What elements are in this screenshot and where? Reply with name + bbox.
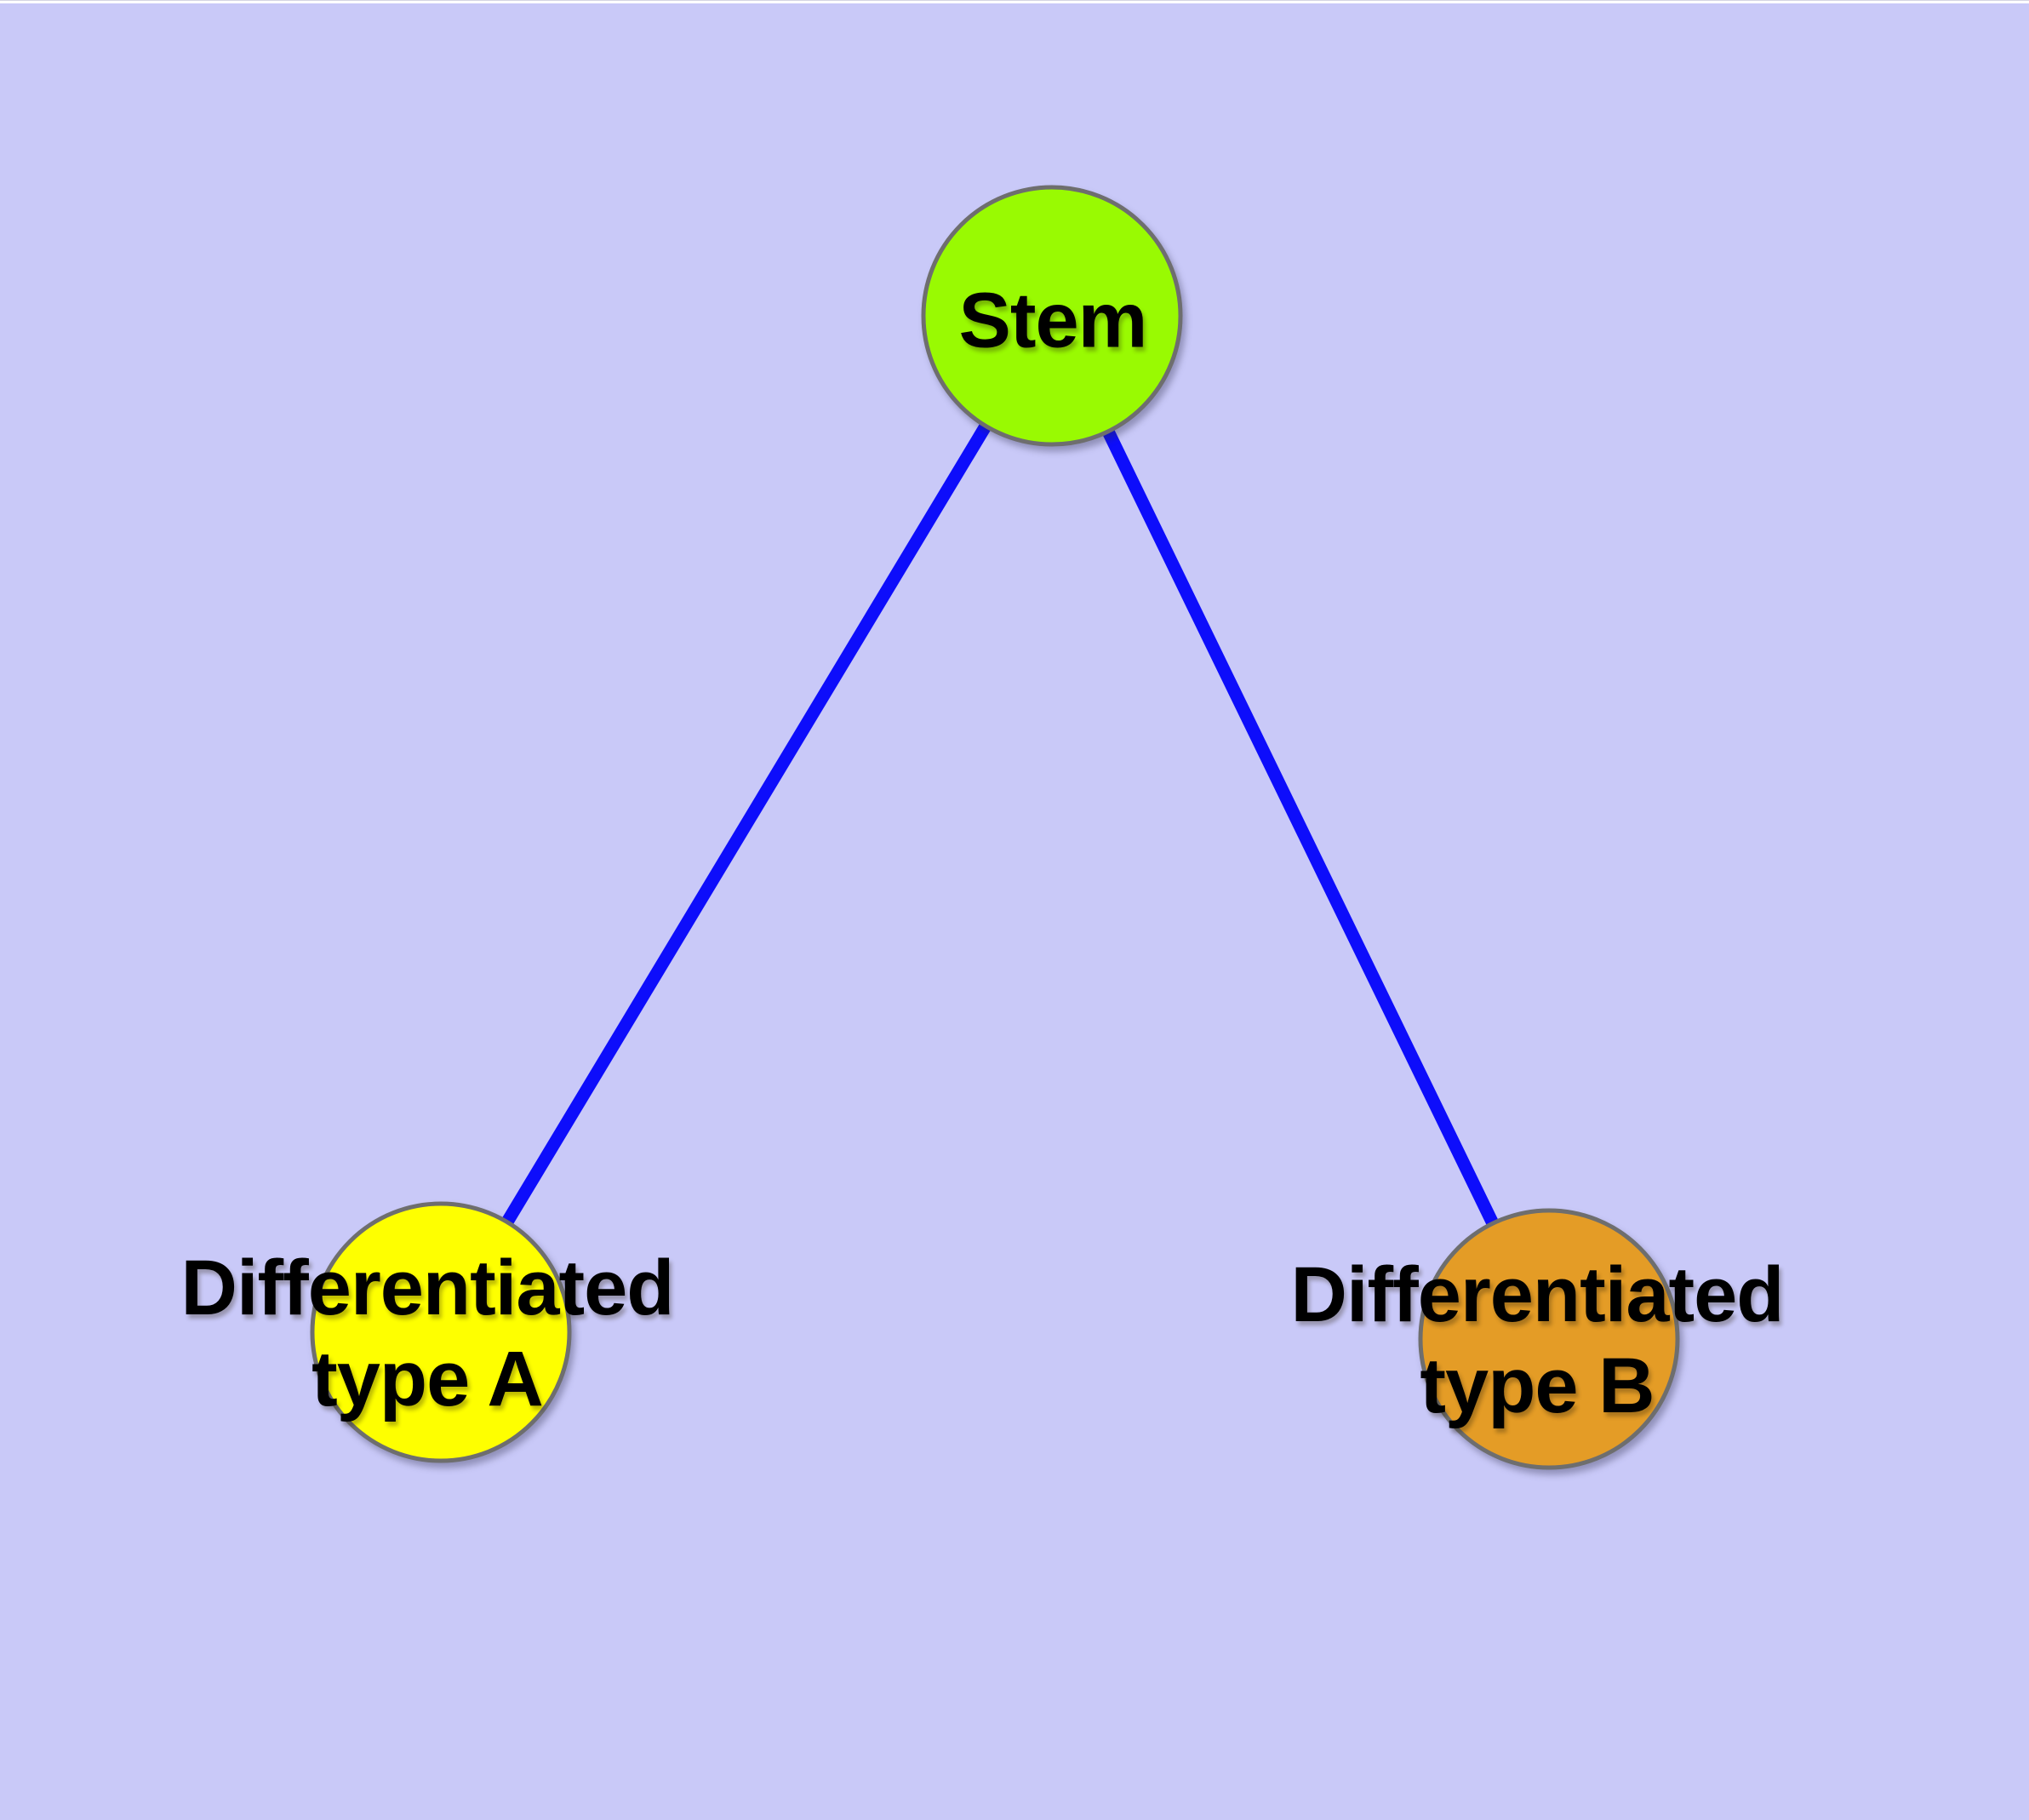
node-label-differentiated-type-b: Differentiated type B (1290, 1251, 1785, 1429)
node-differentiated-type-a (310, 1201, 572, 1463)
node-stem (921, 185, 1183, 447)
top-edge-strip (0, 0, 2029, 3)
edge-stem-to-type-b (1046, 312, 1555, 1342)
node-label-stem: Stem (958, 277, 1148, 364)
edge-stem-to-type-a (435, 312, 1058, 1336)
node-differentiated-type-b (1418, 1208, 1680, 1470)
node-label-differentiated-type-a: Differentiated type A (180, 1245, 675, 1422)
